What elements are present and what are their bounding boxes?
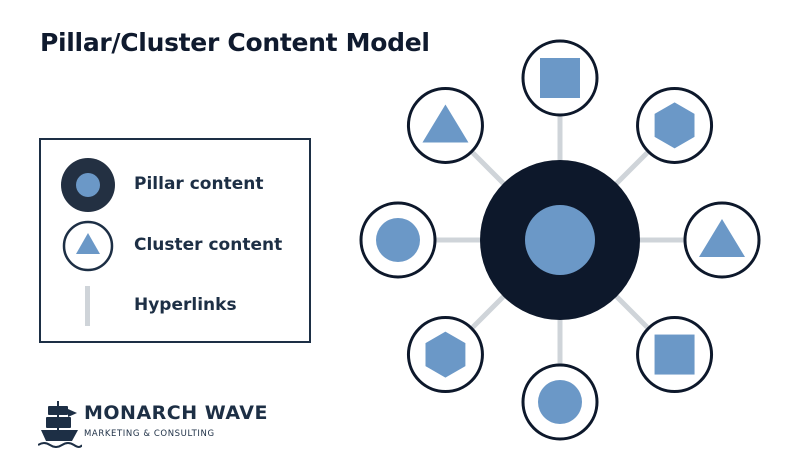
triangle-icon	[699, 219, 745, 257]
cluster-node-bottom-right	[636, 316, 714, 394]
legend-hyperlinks-label: Hyperlinks	[134, 295, 237, 315]
hyperlink-top-left	[469, 149, 507, 187]
legend: Pillar content Cluster content Hyperlink…	[39, 138, 311, 343]
hyperlink-bottom-right	[613, 293, 651, 331]
legend-icons	[61, 158, 115, 326]
legend-cluster-label: Cluster content	[134, 235, 283, 255]
cluster-node-bottom-left	[406, 316, 484, 394]
square-icon	[654, 334, 695, 375]
hexagon-icon	[654, 102, 695, 149]
circle-icon	[538, 380, 582, 424]
pillar-node	[480, 160, 640, 320]
square-icon	[540, 58, 580, 98]
cluster-node-left	[359, 201, 437, 279]
cluster-node-top-right	[636, 86, 714, 164]
cluster-node-top	[521, 39, 599, 117]
legend-pillar-icon	[61, 158, 115, 212]
pillar-inner-circle	[525, 205, 595, 275]
hexagon-icon	[425, 331, 466, 378]
page-title: Pillar/Cluster Content Model	[40, 28, 430, 57]
logo-name: MONARCH WAVE	[84, 402, 268, 424]
circle-icon	[376, 218, 420, 262]
legend-hyperlink-icon	[85, 286, 90, 326]
logo-tagline: MARKETING & CONSULTING	[84, 429, 215, 439]
ship-icon	[38, 401, 82, 448]
hyperlinks	[434, 114, 686, 366]
cluster-node-right	[683, 201, 761, 279]
hyperlink-bottom-left	[469, 293, 507, 331]
cluster-node-top-left	[406, 86, 484, 164]
triangle-icon	[422, 104, 469, 143]
legend-cluster-icon	[62, 220, 114, 272]
monarch-wave-logo: MONARCH WAVE MARKETING & CONSULTING	[38, 398, 267, 448]
legend-pillar-label: Pillar content	[134, 174, 264, 194]
cluster-node-bottom	[521, 363, 599, 441]
cluster-nodes	[359, 39, 761, 441]
hyperlink-top-right	[613, 149, 651, 187]
